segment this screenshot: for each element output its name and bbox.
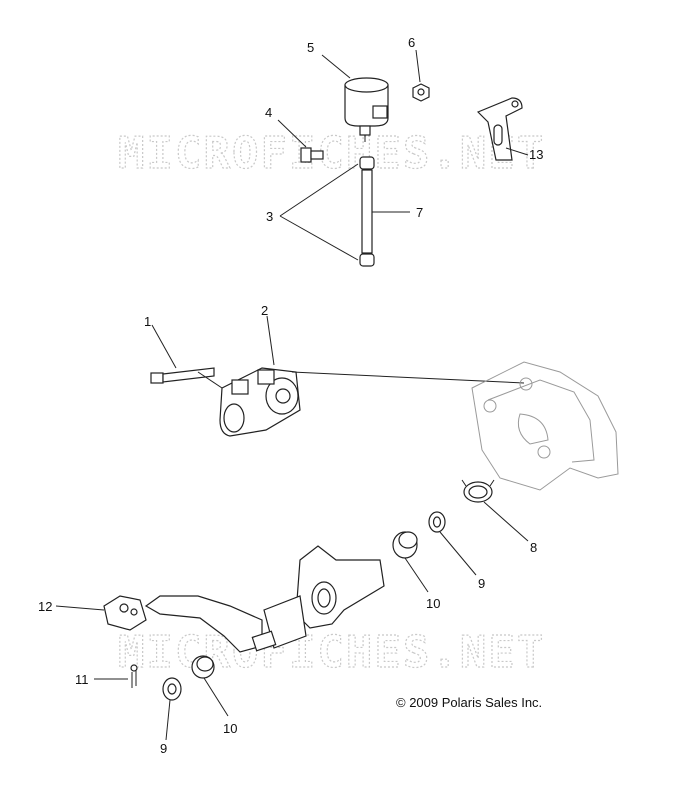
- callout-10-upper: 10: [426, 596, 440, 611]
- callout-11: 11: [75, 672, 89, 687]
- pedal-pad-part: [103, 595, 147, 631]
- callout-3: 3: [266, 209, 273, 224]
- leader-2: [266, 315, 275, 366]
- assembly-line: [291, 371, 525, 384]
- callout-13: 13: [529, 147, 543, 162]
- clamp-top-part: [359, 156, 375, 170]
- leader-9b: [165, 699, 171, 741]
- callout-12: 12: [38, 599, 52, 614]
- leader-3a: [279, 163, 359, 217]
- callout-4: 4: [265, 105, 272, 120]
- bushing-lower-part: [191, 655, 215, 679]
- copyright-notice: © 2009 Polaris Sales Inc.: [396, 695, 542, 710]
- leader-6: [415, 49, 421, 83]
- bolt-part: [300, 147, 324, 163]
- leader-8: [483, 501, 529, 542]
- bracket-part: [476, 97, 523, 161]
- spring-clip-part: [461, 479, 495, 503]
- cotter-pin-part: [130, 664, 138, 688]
- caliper-bolt-part: [150, 367, 215, 384]
- hose-part: [361, 169, 373, 254]
- reservoir-part: [344, 77, 389, 142]
- callout-2: 2: [261, 303, 268, 318]
- leader-3b: [279, 215, 359, 261]
- leader-13: [505, 147, 529, 156]
- clamp-bottom-part: [359, 253, 375, 267]
- leader-12: [55, 605, 105, 611]
- leader-10a: [404, 557, 429, 593]
- bushing-upper-part: [392, 531, 418, 559]
- callout-5: 5: [307, 40, 314, 55]
- leader-5: [321, 54, 351, 79]
- callout-6: 6: [408, 35, 415, 50]
- callout-9-upper: 9: [478, 576, 485, 591]
- callout-10-lower: 10: [223, 721, 237, 736]
- washer-upper-part: [428, 511, 446, 533]
- leader-10b: [203, 677, 229, 717]
- brake-pedal-part: [144, 545, 385, 653]
- washer-lower-part: [162, 677, 182, 701]
- watermark-top: MICROFICHES.NET: [118, 128, 545, 179]
- frame-bracket-ghost: [471, 361, 619, 491]
- master-cylinder-part: [219, 367, 301, 437]
- leader-9a: [439, 531, 477, 576]
- watermark-bottom: MICROFICHES.NET: [118, 627, 545, 678]
- callout-9-lower: 9: [160, 741, 167, 756]
- nut-part: [412, 83, 430, 102]
- leader-4: [277, 119, 307, 148]
- leader-1: [151, 324, 177, 369]
- callout-7: 7: [416, 205, 423, 220]
- callout-1: 1: [144, 314, 151, 329]
- callout-8: 8: [530, 540, 537, 555]
